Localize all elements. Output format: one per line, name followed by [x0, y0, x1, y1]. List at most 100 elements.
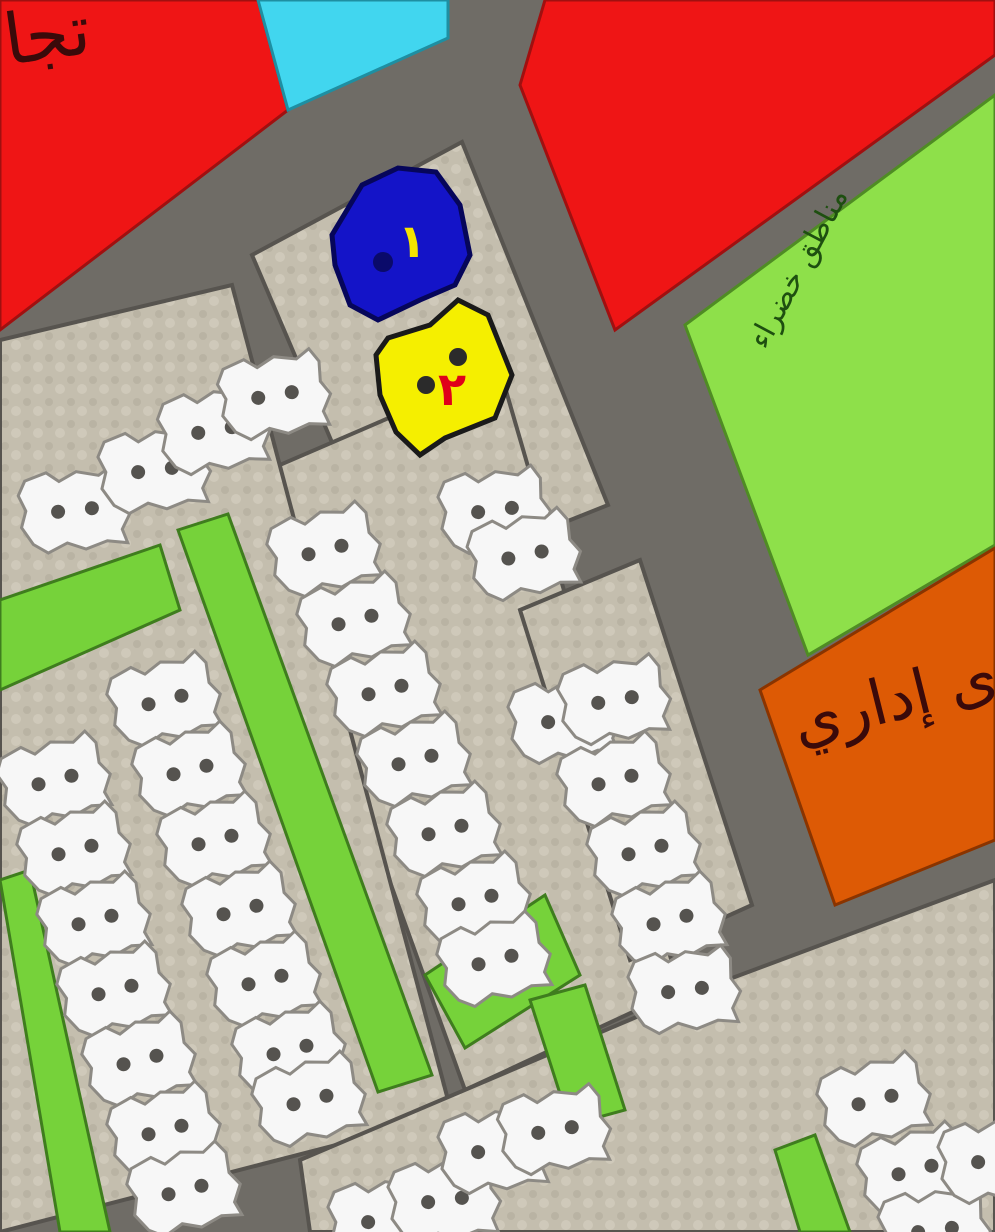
marker-2[interactable]	[373, 297, 515, 459]
marker-1-dot	[373, 252, 393, 272]
park-strip-southeast	[773, 1133, 852, 1232]
building-dot	[504, 948, 519, 963]
building-dot	[224, 828, 239, 843]
building-dot	[161, 1187, 176, 1202]
marker-1[interactable]	[329, 165, 473, 323]
residential-building	[215, 346, 333, 442]
building-dot	[451, 897, 466, 912]
building-dot	[331, 617, 346, 632]
building-dot	[216, 907, 231, 922]
commercial-zone-northeast	[518, 0, 995, 333]
building-dot	[424, 748, 439, 763]
building-dot	[266, 1047, 281, 1062]
building-dot	[454, 1190, 469, 1205]
building-dot	[394, 678, 409, 693]
building-dot	[454, 818, 469, 833]
building-dot	[241, 977, 256, 992]
park-strip-diagonal	[176, 512, 434, 1094]
building-dot	[91, 987, 106, 1002]
building-dot	[391, 757, 406, 772]
residential-building	[626, 943, 743, 1036]
building-dot	[421, 1195, 436, 1210]
building-dot	[531, 1125, 546, 1140]
building-dot	[361, 1215, 376, 1230]
residential-building	[205, 928, 325, 1029]
park-strip-south-2	[528, 983, 627, 1127]
commercial-zone-label: تجا	[0, 0, 96, 82]
building-dot	[51, 504, 66, 519]
building-dot	[654, 838, 669, 853]
building-dot	[301, 547, 316, 562]
residential-building	[495, 1081, 613, 1177]
residential-building	[265, 498, 385, 599]
residential-building	[325, 638, 445, 739]
building-dot	[621, 847, 636, 862]
building-dot	[471, 505, 486, 520]
building-dot	[274, 968, 289, 983]
building-dot	[124, 978, 139, 993]
building-dot	[679, 908, 694, 923]
building-dot	[646, 917, 661, 932]
building-dot	[141, 1127, 156, 1142]
building-dot	[911, 1225, 926, 1232]
residential-building	[180, 858, 300, 959]
residential-building	[155, 788, 275, 889]
building-dot	[131, 465, 146, 480]
building-dot	[364, 608, 379, 623]
residential-building	[125, 1138, 245, 1232]
park-strip-west-vertical	[0, 868, 112, 1232]
building-dot	[661, 985, 676, 1000]
administrative-zone	[758, 546, 995, 907]
building-dot	[251, 390, 266, 405]
residential-building	[385, 778, 505, 879]
residential-buildings	[0, 346, 995, 1232]
marker-1-shape	[329, 165, 473, 323]
building-dot	[851, 1097, 866, 1112]
building-dot	[334, 538, 349, 553]
building-dot	[141, 697, 156, 712]
building-dot	[249, 898, 264, 913]
residential-building	[435, 908, 555, 1009]
residential-building	[105, 648, 225, 749]
residential-building	[0, 728, 115, 829]
building-dot	[84, 838, 99, 853]
building-dot	[191, 425, 206, 440]
building-dot	[884, 1088, 899, 1103]
building-dot	[694, 980, 709, 995]
residential-building	[250, 1048, 370, 1149]
building-dot	[31, 777, 46, 792]
building-dot	[299, 1038, 314, 1053]
building-dot	[501, 551, 516, 566]
building-dot	[471, 1145, 486, 1160]
residential-building	[876, 1183, 993, 1232]
building-dot	[624, 690, 639, 705]
residential-building	[610, 868, 730, 969]
building-dot	[84, 501, 99, 516]
marker-2-shape	[373, 297, 515, 459]
residential-building	[465, 505, 584, 603]
building-dot	[286, 1097, 301, 1112]
residential-building	[130, 718, 250, 819]
residential-building	[815, 1048, 935, 1149]
building-dot	[199, 758, 214, 773]
residential-building	[15, 798, 135, 899]
residential-building	[355, 708, 475, 809]
building-dot	[484, 888, 499, 903]
residential-building	[555, 728, 675, 829]
building-dot	[64, 768, 79, 783]
marker-2-label: ٢	[438, 362, 467, 416]
building-dot	[284, 385, 299, 400]
building-dot	[319, 1088, 334, 1103]
residential-building	[936, 1113, 995, 1206]
park-strip-west-horizontal	[0, 543, 182, 692]
marker-2-dot-a	[417, 376, 435, 394]
residential-building	[295, 568, 415, 669]
building-dot	[971, 1155, 986, 1170]
green-zone-east	[683, 93, 995, 658]
building-dot	[944, 1220, 959, 1232]
building-dot	[564, 1120, 579, 1135]
marker-2-dot-b	[449, 348, 467, 366]
building-dot	[104, 908, 119, 923]
